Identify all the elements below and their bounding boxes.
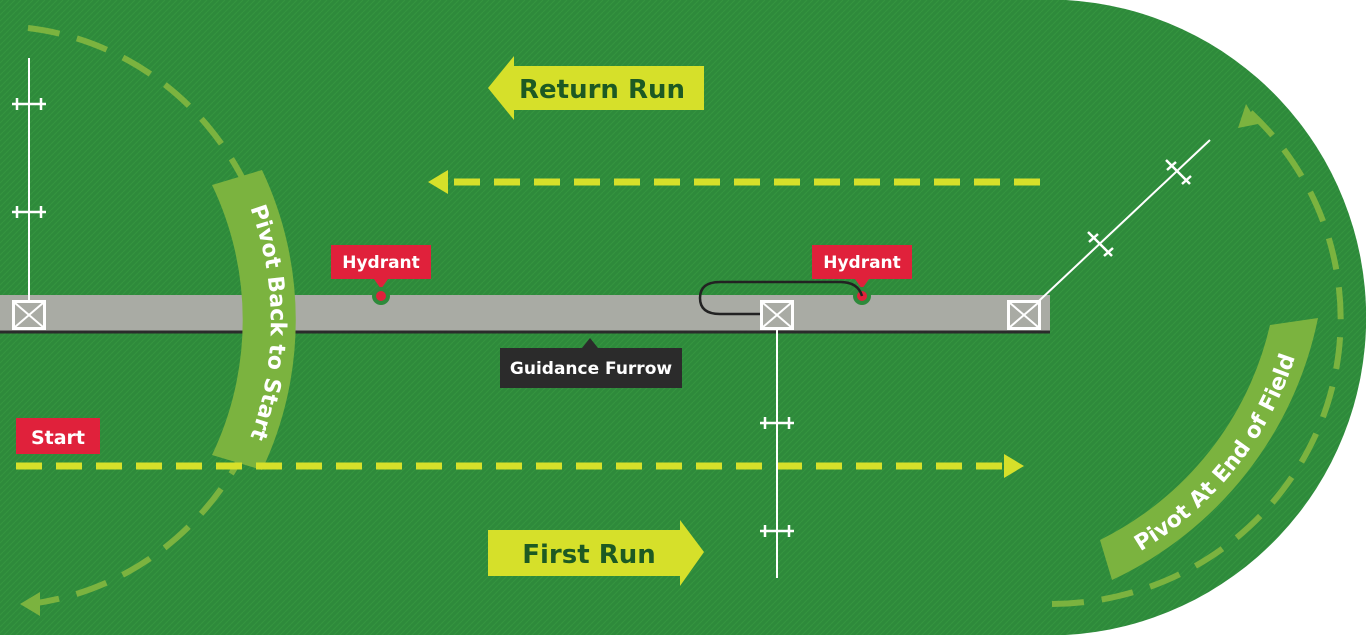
sprinkler-icon	[12, 98, 46, 218]
sprinkler-icon	[1087, 159, 1192, 257]
hose-icon	[698, 280, 864, 316]
cart-middle	[760, 300, 794, 578]
cart-icon	[12, 300, 46, 330]
guidance-furrow-badge	[500, 338, 682, 388]
pivot-end-dashed-arc	[1051, 109, 1344, 607]
cart-icon	[1007, 300, 1041, 330]
hydrant-left: Hydrant	[331, 245, 431, 305]
cart-icon	[760, 300, 794, 330]
return-run-sign	[488, 56, 704, 120]
hydrant-right-label: Hydrant	[823, 253, 901, 273]
cart-right	[1007, 139, 1211, 330]
hydrant-left-label: Hydrant	[342, 253, 420, 273]
first-run-sign	[488, 520, 704, 586]
cart-left	[12, 58, 46, 330]
return-run-label: Return Run	[519, 75, 685, 105]
sprinkler-icon	[760, 417, 794, 537]
arrow-right-icon	[1004, 454, 1024, 478]
guidance-furrow-label: Guidance Furrow	[510, 359, 672, 379]
start-label: Start	[31, 427, 85, 449]
start-badge	[16, 418, 100, 454]
pivot-end-band	[1100, 318, 1318, 580]
pivot-back-band	[212, 170, 296, 470]
arrow-up-icon	[1238, 104, 1258, 128]
arrow-left-icon	[428, 170, 448, 194]
road	[0, 295, 1050, 333]
arrow-left-icon	[20, 592, 40, 616]
first-run-label: First Run	[522, 540, 656, 570]
